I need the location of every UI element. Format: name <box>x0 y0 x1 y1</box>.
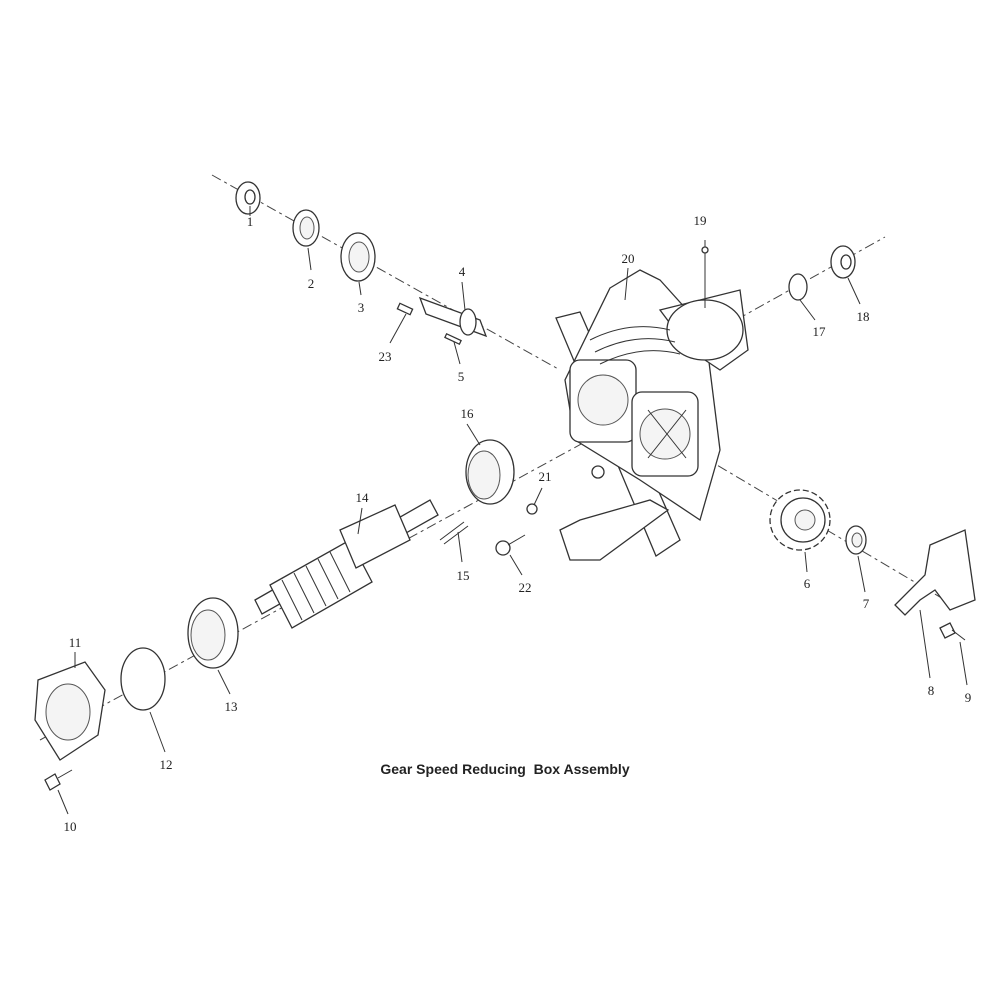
part-8-bracket <box>894 529 976 616</box>
part-14-worm-shaft <box>254 499 439 629</box>
housing-port <box>591 465 605 479</box>
label-8: 8 <box>928 683 935 698</box>
label-11: 11 <box>69 635 82 650</box>
label-22: 22 <box>519 580 532 595</box>
part-1-end-cap <box>235 181 261 215</box>
label-1: 1 <box>247 214 254 229</box>
label-2: 2 <box>308 276 315 291</box>
part-4-shaft <box>418 296 488 338</box>
label-18: 18 <box>857 309 870 324</box>
label-14: 14 <box>356 490 370 505</box>
part-23-key <box>396 302 414 316</box>
part-labels: 1 2 3 4 5 6 7 8 9 10 11 12 13 14 15 16 1… <box>64 213 972 834</box>
label-23: 23 <box>379 349 392 364</box>
part-9-bolt <box>939 622 966 641</box>
label-21: 21 <box>539 469 552 484</box>
part-3-bearing <box>340 232 376 282</box>
label-20: 20 <box>622 251 635 266</box>
label-19: 19 <box>694 213 707 228</box>
label-4: 4 <box>459 264 466 279</box>
diagram-title: Gear Speed Reducing Box Assembly <box>380 761 629 777</box>
label-9: 9 <box>965 690 972 705</box>
label-5: 5 <box>458 369 465 384</box>
part-13-bearing <box>187 597 239 669</box>
label-6: 6 <box>804 576 811 591</box>
part-6-gear <box>769 489 831 551</box>
part-20-gearbox-housing <box>555 269 749 561</box>
label-7: 7 <box>863 596 870 611</box>
label-15: 15 <box>457 568 470 583</box>
part-17-retaining-ring <box>788 273 808 301</box>
part-10-bolt <box>44 769 73 791</box>
part-19-head <box>701 246 709 254</box>
label-13: 13 <box>225 699 238 714</box>
part-5-key <box>444 332 462 346</box>
part-12-o-ring <box>120 647 166 711</box>
part-11-end-cover <box>34 661 106 761</box>
part-22-screw <box>495 534 526 556</box>
label-12: 12 <box>160 757 173 772</box>
upper-axis-line <box>211 174 561 371</box>
label-10: 10 <box>64 819 77 834</box>
part-16-bearing <box>465 439 515 505</box>
leader-lines <box>57 206 968 815</box>
part-18-end-cap <box>830 245 856 279</box>
label-3: 3 <box>358 300 365 315</box>
part-21-washer <box>526 503 538 515</box>
part-7-bearing <box>845 525 867 555</box>
part-2-bearing <box>292 209 320 247</box>
part-15-key <box>439 521 469 545</box>
label-16: 16 <box>461 406 475 421</box>
label-17: 17 <box>813 324 827 339</box>
